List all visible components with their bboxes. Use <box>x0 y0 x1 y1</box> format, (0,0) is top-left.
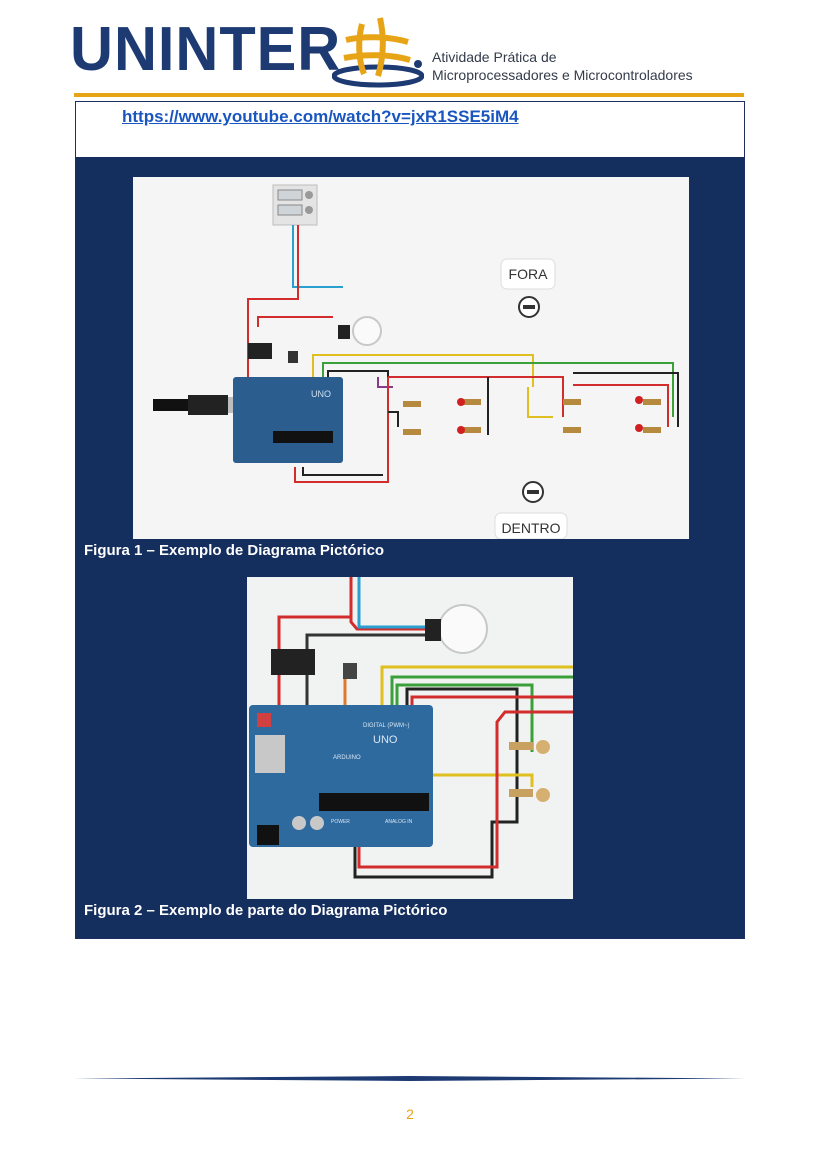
header-rule <box>74 93 744 97</box>
youtube-link[interactable]: https://www.youtube.com/watch?v=jxR1SSE5… <box>122 107 519 126</box>
fora-label: FORA <box>509 266 549 282</box>
figure-1-caption: Figura 1 – Exemplo de Diagrama Pictórico <box>84 542 385 559</box>
figure-1-image: UNO <box>133 177 689 539</box>
arduino-brand-label: ARDUINO <box>333 755 361 761</box>
content-frame: https://www.youtube.com/watch?v=jxR1SSE5… <box>75 101 745 939</box>
footer-rule <box>73 1076 745 1081</box>
header-line-1: Atividade Prática de <box>432 49 557 65</box>
header-subtitle: Atividade Prática de Microprocessadores … <box>432 48 693 84</box>
board-label-fig2: UNO <box>373 734 398 746</box>
board-label-fig1: UNO <box>311 389 331 399</box>
header-line-2: Microprocessadores e Microcontroladores <box>432 67 693 83</box>
digital-label: DIGITAL (PWM~) <box>363 723 410 729</box>
logo-wordmark: UNINTER <box>70 15 342 84</box>
link-row: https://www.youtube.com/watch?v=jxR1SSE5… <box>76 102 744 158</box>
uninter-logo: UNINTER <box>70 14 430 88</box>
dentro-label: DENTRO <box>501 520 560 536</box>
pictorial-diagram-detail: UNO ARDUINO DIGITAL (PWM~) POWER ANALOG … <box>249 577 573 879</box>
figure-2-caption: Figura 2 – Exemplo de parte do Diagrama … <box>84 902 448 919</box>
analog-label: ANALOG IN <box>385 819 413 825</box>
pictorial-diagram-full: UNO <box>153 184 679 539</box>
figure-panel: UNO <box>76 157 744 938</box>
globe-icon <box>332 17 424 88</box>
page-number: 2 <box>406 1106 414 1122</box>
power-label: POWER <box>331 819 350 825</box>
figure-2-image: UNO ARDUINO DIGITAL (PWM~) POWER ANALOG … <box>247 577 573 899</box>
